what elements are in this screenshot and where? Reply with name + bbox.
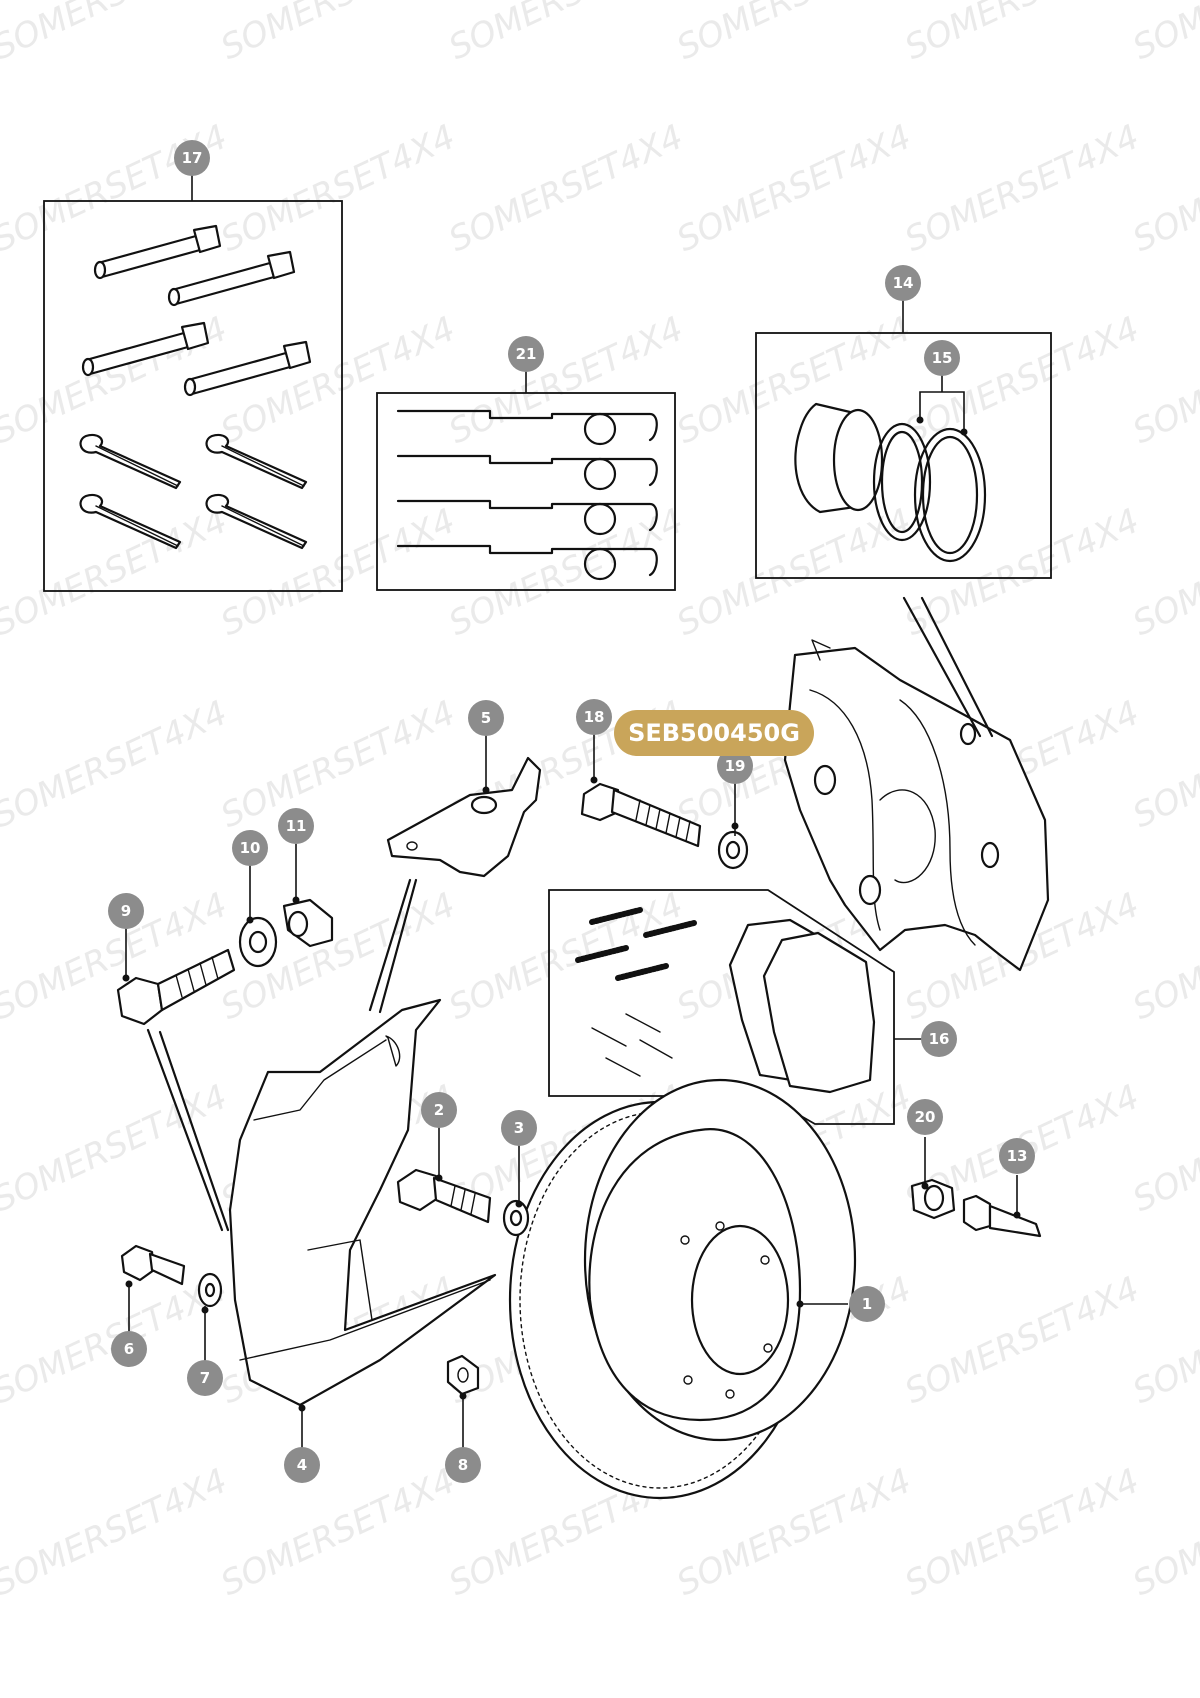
watermark-text: SOMERSET4X4 xyxy=(899,1461,1145,1604)
watermark-text: SOMERSET4X4 xyxy=(671,117,917,260)
svg-text:6: 6 xyxy=(124,1340,134,1358)
svg-text:14: 14 xyxy=(893,274,914,292)
watermark-text: SOMERSET4X4 xyxy=(0,693,233,836)
watermark-text: SOMERSET4X4 xyxy=(443,885,689,1028)
svg-text:19: 19 xyxy=(725,757,746,775)
svg-text:11: 11 xyxy=(286,817,307,835)
watermark-text: SOMERSET4X4 xyxy=(0,1077,233,1220)
callout-14[interactable]: 14 xyxy=(885,265,921,301)
watermark-text: SOMERSET4X4 xyxy=(899,1269,1145,1412)
watermark-text: SOMERSET4X4 xyxy=(671,501,917,644)
svg-text:16: 16 xyxy=(929,1030,950,1048)
callout-16[interactable]: 16 xyxy=(921,1021,957,1057)
shield-screw-set xyxy=(120,1244,223,1308)
callout-10[interactable]: 10 xyxy=(232,830,268,866)
callout-3[interactable]: 3 xyxy=(501,1110,537,1146)
svg-text:2: 2 xyxy=(434,1101,444,1119)
svg-text:8: 8 xyxy=(458,1456,468,1474)
watermark-text: SOMERSET4X4 xyxy=(215,117,461,260)
callout-21[interactable]: 21 xyxy=(508,336,544,372)
callout-2[interactable]: 2 xyxy=(421,1092,457,1128)
svg-text:1: 1 xyxy=(862,1295,872,1313)
watermark-text: SOMERSET4X4 xyxy=(215,1461,461,1604)
part-16-pad-kit xyxy=(548,889,924,1125)
part-number-badge[interactable]: SEB500450G xyxy=(614,710,814,756)
brake-disc xyxy=(508,1078,857,1500)
callout-17[interactable]: 17 xyxy=(174,140,210,176)
callout-5[interactable]: 5 xyxy=(468,700,504,736)
svg-text:15: 15 xyxy=(932,349,953,367)
part-number-text: SEB500450G xyxy=(628,719,800,747)
watermark-text: SOMERSET4X4 xyxy=(0,1461,233,1604)
disc-shield xyxy=(228,998,497,1407)
watermark-text: SOMERSET4X4 xyxy=(899,0,1145,68)
callout-19[interactable]: 19 xyxy=(717,748,753,784)
callout-6[interactable]: 6 xyxy=(111,1331,147,1367)
watermark-text: SOMERSET4X4 xyxy=(1127,0,1200,68)
watermark-text: SOMERSET4X4 xyxy=(899,309,1145,452)
watermark-text: SOMERSET4X4 xyxy=(671,309,917,452)
svg-text:17: 17 xyxy=(182,149,203,167)
watermark-text: SOMERSET4X4 xyxy=(899,501,1145,644)
disc-bolt-set xyxy=(396,1168,530,1237)
svg-text:3: 3 xyxy=(514,1119,524,1137)
watermark-text: SOMERSET4X4 xyxy=(443,117,689,260)
callout-4[interactable]: 4 xyxy=(284,1447,320,1483)
part-17-pin-kit xyxy=(43,200,343,592)
callout-8[interactable]: 8 xyxy=(445,1447,481,1483)
svg-text:4: 4 xyxy=(297,1456,307,1474)
svg-text:21: 21 xyxy=(516,345,537,363)
callout-1[interactable]: 1 xyxy=(849,1286,885,1322)
callout-9[interactable]: 9 xyxy=(108,893,144,929)
callout-15[interactable]: 15 xyxy=(924,340,960,376)
svg-text:9: 9 xyxy=(121,902,131,920)
svg-text:7: 7 xyxy=(200,1369,210,1387)
bleed-screw-set xyxy=(910,1178,1042,1238)
watermark-text: SOMERSET4X4 xyxy=(215,0,461,68)
watermark-text: SOMERSET4X4 xyxy=(0,0,233,68)
leader-dots xyxy=(122,416,1021,1412)
watermark-text: SOMERSET4X4 xyxy=(215,309,461,452)
svg-text:18: 18 xyxy=(584,708,605,726)
watermark-text: SOMERSET4X4 xyxy=(443,0,689,68)
mounting-bracket xyxy=(368,756,542,1014)
svg-text:10: 10 xyxy=(240,839,261,857)
callout-20[interactable]: 20 xyxy=(907,1099,943,1135)
brake-caliper xyxy=(783,596,1050,972)
callout-11[interactable]: 11 xyxy=(278,808,314,844)
watermark-text: SOMERSET4X4 xyxy=(443,309,689,452)
watermark-text: SOMERSET4X4 xyxy=(899,117,1145,260)
callout-13[interactable]: 13 xyxy=(999,1138,1035,1174)
svg-text:13: 13 xyxy=(1007,1147,1028,1165)
watermark-text: SOMERSET4X4 xyxy=(215,693,461,836)
shield-bolt-set xyxy=(116,898,334,1232)
svg-text:5: 5 xyxy=(481,709,491,727)
part-14-piston-seal-kit xyxy=(755,332,1052,579)
hub-nut xyxy=(446,1354,480,1396)
watermark-text: SOMERSET4X4 xyxy=(671,0,917,68)
callout-7[interactable]: 7 xyxy=(187,1360,223,1396)
caliper-bolt xyxy=(580,782,749,870)
svg-text:20: 20 xyxy=(915,1108,936,1126)
callout-18[interactable]: 18 xyxy=(576,699,612,735)
